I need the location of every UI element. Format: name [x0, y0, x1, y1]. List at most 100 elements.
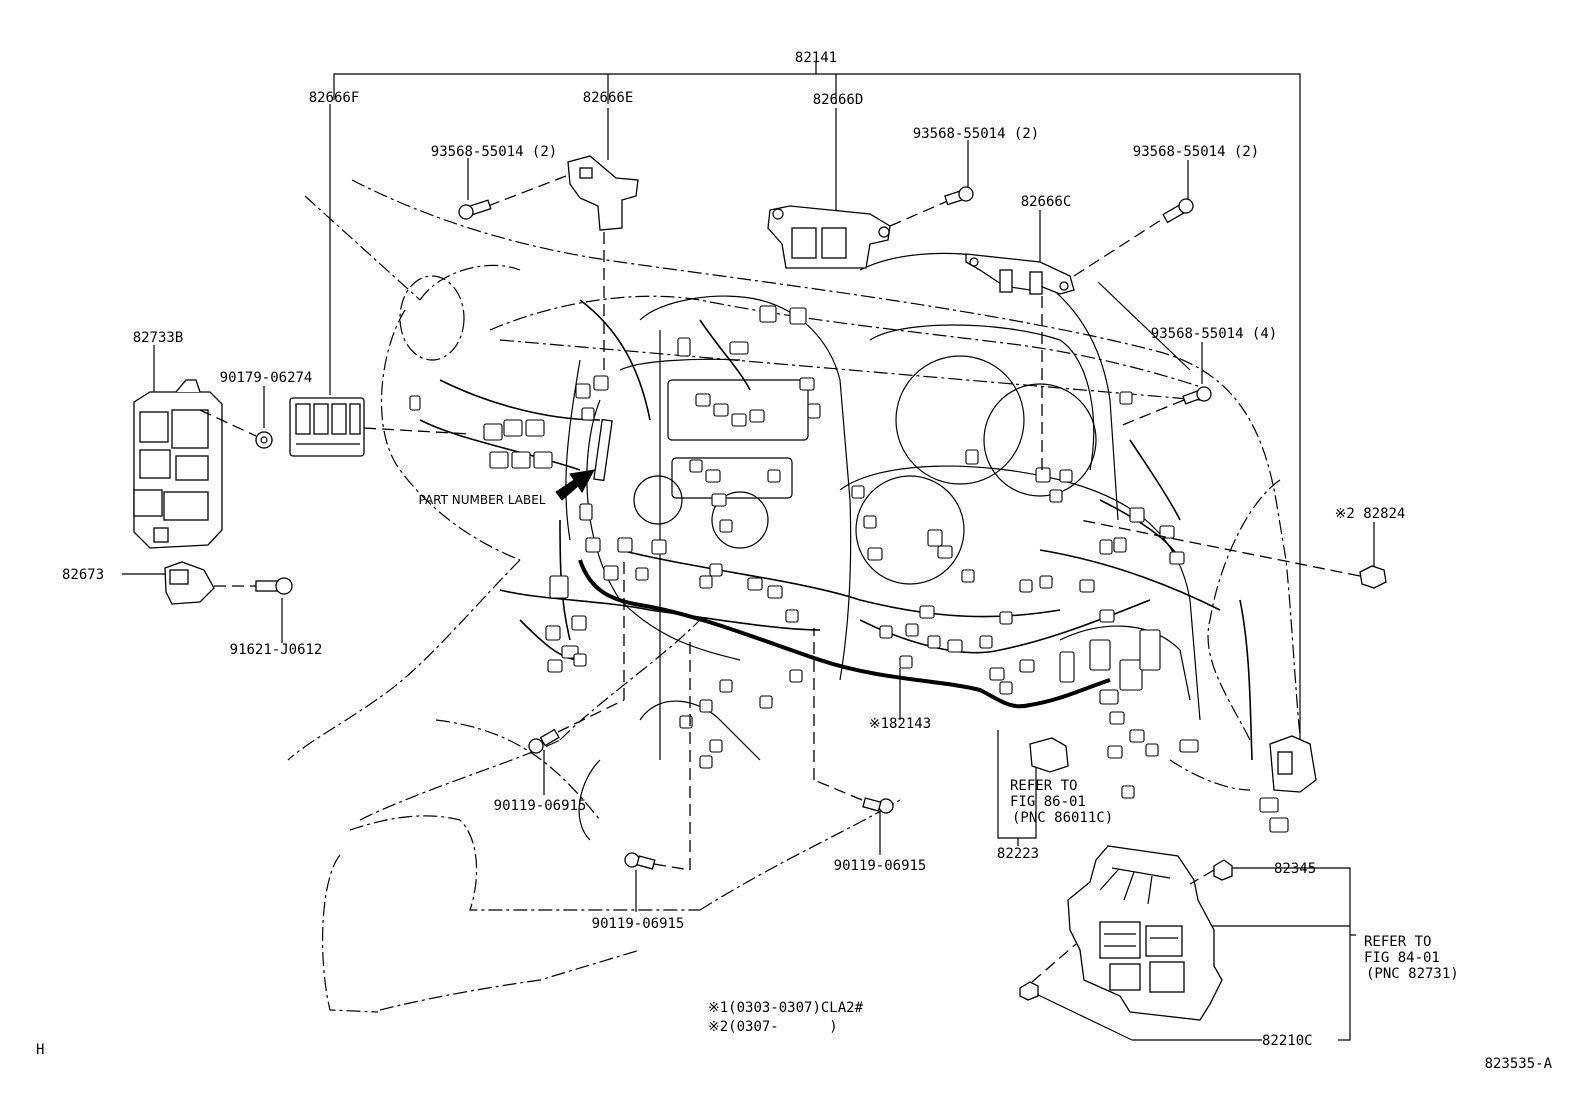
label-refer86-line1: REFER TO — [1010, 778, 1077, 794]
harness-connector — [1145, 743, 1159, 757]
harness-connector — [863, 515, 877, 529]
bracket-82666D — [767, 205, 891, 269]
harness-connector — [1259, 797, 1279, 813]
harness-connector — [525, 419, 545, 437]
bracket-82666E — [567, 155, 639, 231]
harness-connector — [483, 423, 503, 441]
harness-connector — [1139, 629, 1161, 671]
harness-connector — [961, 569, 975, 583]
label-82666C: 82666C — [1021, 194, 1072, 210]
harness-connector — [989, 667, 1005, 681]
harness-connector — [999, 681, 1013, 695]
harness-connector — [937, 545, 953, 559]
harness-connector — [1059, 469, 1073, 483]
label-90119-c: 90119-06915 — [592, 916, 685, 932]
harness-connector — [699, 699, 713, 713]
harness-connector — [547, 659, 563, 673]
harness-connector — [1049, 489, 1063, 503]
harness-connector — [695, 393, 711, 407]
harness-connector — [1099, 539, 1113, 555]
label-82666E: 82666E — [583, 90, 634, 106]
bolt-90119-a — [528, 728, 560, 754]
harness-connector — [767, 585, 783, 599]
harness-connector — [709, 739, 723, 753]
nut-90179 — [255, 431, 273, 449]
harness-connector — [503, 419, 523, 437]
label-refer84-line3: (PNC 82731) — [1366, 966, 1459, 982]
harness-connector — [1119, 391, 1133, 405]
relay-82345 — [1213, 859, 1233, 881]
label-refer84-line1: REFER TO — [1364, 934, 1431, 950]
harness-connector — [1059, 651, 1075, 683]
label-bolt-mid: 93568-55014 (2) — [913, 126, 1039, 142]
harness-connector — [729, 341, 749, 355]
harness-connector — [789, 307, 807, 325]
harness-connector — [651, 539, 667, 555]
harness-connector — [603, 565, 619, 581]
harness-connector — [571, 615, 587, 631]
bolt-91621 — [255, 577, 293, 595]
harness-connector — [679, 715, 693, 729]
harness-connector — [905, 623, 919, 637]
leader-82141 — [333, 62, 1301, 740]
harness-connector — [759, 305, 777, 323]
harness-connector — [1035, 467, 1051, 483]
harness-connector — [709, 563, 723, 577]
footnote-1: ※1(0303-0307)CLA2# — [708, 1000, 864, 1016]
harness-connector — [879, 625, 893, 639]
harness-connector — [409, 395, 421, 411]
ecu-module-82210C — [1067, 845, 1223, 1021]
harness-connector — [1129, 729, 1145, 743]
harness-connector — [789, 669, 803, 683]
harness-connector — [1129, 507, 1145, 523]
harness-connector — [575, 383, 591, 399]
harness-connector — [927, 635, 941, 649]
harness-connector — [965, 449, 979, 465]
harness-connector — [1113, 537, 1127, 553]
harness-connector — [1039, 575, 1053, 589]
harness-connector — [549, 575, 569, 599]
bolt-90119-c — [624, 852, 656, 870]
harness-connector — [593, 375, 609, 391]
harness-connector — [799, 377, 815, 391]
label-bolt-right: 93568-55014 (2) — [1133, 144, 1259, 160]
harness-connector — [999, 611, 1013, 625]
harness-connector — [867, 547, 883, 561]
harness-connector — [581, 407, 595, 421]
bolt-93568-right — [1162, 198, 1194, 224]
harness-connector — [713, 403, 729, 417]
harness-connector — [1179, 739, 1199, 753]
label-bolt-four: 93568-55014 (4) — [1151, 326, 1277, 342]
footnote-2: ※2(0307- ) — [708, 1019, 838, 1035]
dashboard-outline — [287, 179, 1301, 1013]
label-82666F: 82666F — [309, 90, 360, 106]
label-82143: ※182143 — [869, 716, 931, 732]
label-refer86-line2: FIG 86-01 — [1010, 794, 1086, 810]
harness-connector — [699, 755, 713, 769]
clip-82210C — [1019, 981, 1039, 1001]
junction-block-82733B — [133, 379, 223, 549]
harness-connector — [979, 635, 993, 649]
harness-connector — [1109, 711, 1125, 725]
harness-connector — [689, 459, 703, 473]
label-90119-a: 90119-06915 — [494, 798, 587, 814]
harness-connector — [579, 503, 593, 521]
label-82733B: 82733B — [133, 330, 184, 346]
harness-connector — [731, 413, 747, 427]
connector-block-82666F — [289, 397, 365, 457]
harness-connector — [919, 605, 935, 619]
harness-connector — [851, 485, 865, 499]
harness-connector — [585, 537, 601, 553]
harness-connector — [1019, 579, 1033, 593]
harness-connector — [767, 469, 781, 483]
label-82223: 82223 — [997, 846, 1039, 862]
harness-connector — [899, 655, 913, 669]
label-bolt-left: 93568-55014 (2) — [431, 144, 557, 160]
bracket-82666C — [965, 253, 1075, 295]
bolt-90119-b — [862, 797, 894, 814]
harness-connector — [807, 403, 821, 419]
harness-connector — [1099, 609, 1115, 623]
harness-connector — [747, 577, 763, 591]
harness-connector — [635, 567, 649, 581]
